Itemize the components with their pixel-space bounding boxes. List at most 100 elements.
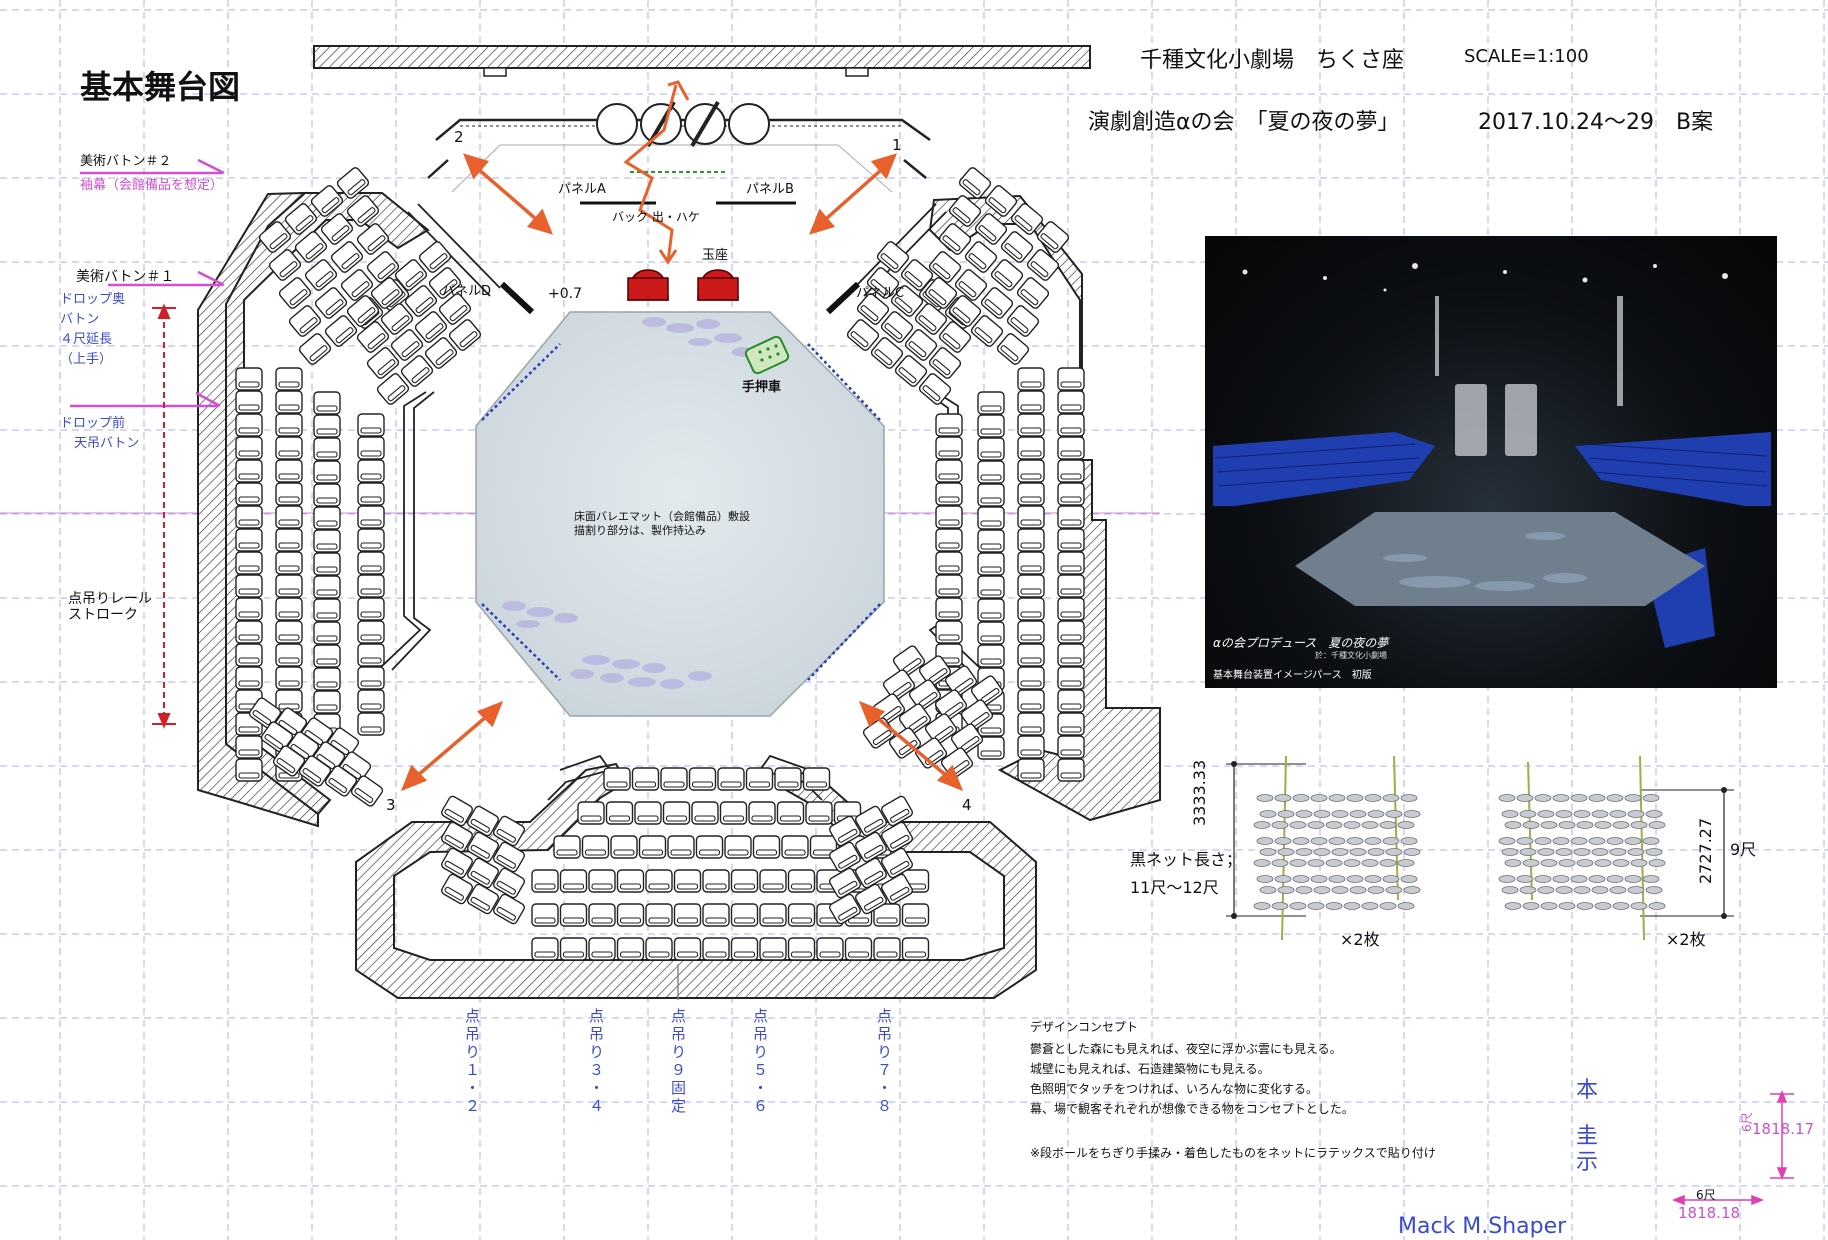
concept-line-1: 鬱蒼とした森にも見えれば、夜空に浮かぶ雲にも見える。 xyxy=(1030,1042,1342,1056)
seat xyxy=(313,391,341,415)
seat xyxy=(1057,689,1085,713)
seat xyxy=(901,937,930,961)
seat xyxy=(977,414,1005,438)
net-cloud-piece xyxy=(1588,837,1606,845)
seat xyxy=(752,835,781,859)
net-cloud-piece xyxy=(1522,859,1540,867)
net-cloud-piece xyxy=(1588,794,1606,802)
net-cloud-piece xyxy=(1516,794,1534,802)
photo-caption-2: 於：千種文化小劇場 xyxy=(1315,651,1387,660)
seat xyxy=(688,767,717,791)
net-cloud-piece xyxy=(1307,902,1325,910)
seat xyxy=(313,621,341,645)
net-cloud-piece xyxy=(1498,875,1516,883)
net-cloud-piece xyxy=(1343,902,1361,910)
net-cloud-piece xyxy=(1328,837,1346,845)
seat xyxy=(275,620,303,644)
seat xyxy=(935,597,963,621)
net-cloud-piece xyxy=(1504,859,1522,867)
net-cloud-piece xyxy=(1576,902,1594,910)
net-cloud-piece xyxy=(1289,859,1307,867)
point-hang-5-6: 点吊り５・６ xyxy=(751,1008,769,1116)
net-cloud-piece xyxy=(1259,848,1277,856)
net-cloud-piece xyxy=(1594,859,1612,867)
net-cloud-piece xyxy=(1259,886,1277,894)
net-cloud-piece xyxy=(1624,837,1642,845)
net-cloud-piece xyxy=(1253,859,1271,867)
net-cloud-piece xyxy=(1295,810,1313,818)
net-cloud-piece xyxy=(1256,794,1274,802)
panel-c-label: パネルC xyxy=(856,286,905,301)
seat xyxy=(977,552,1005,576)
seat xyxy=(1017,482,1045,506)
net-cloud-piece xyxy=(1310,794,1328,802)
seat xyxy=(645,869,673,893)
baton-art-1: 美術バトン＃１ xyxy=(76,269,175,285)
photo-caption-1: αの会プロデュース 夏の夜の夢 xyxy=(1213,636,1389,650)
net-cloud-piece xyxy=(1295,886,1313,894)
seat xyxy=(313,690,341,714)
seat xyxy=(581,835,610,859)
net-cloud-piece xyxy=(1385,886,1403,894)
net-cloud-piece xyxy=(1612,821,1630,829)
seat xyxy=(275,643,303,667)
net-cloud-piece xyxy=(1606,837,1624,845)
seat xyxy=(638,835,667,859)
grid-h-dim: 1818.18 xyxy=(1678,1204,1741,1222)
seat xyxy=(235,620,263,644)
seat xyxy=(977,460,1005,484)
net-cloud-piece xyxy=(1645,886,1663,894)
seat xyxy=(1057,436,1085,460)
seat xyxy=(616,903,645,927)
net-cloud-piece xyxy=(1289,821,1307,829)
seat xyxy=(357,597,385,621)
seat xyxy=(1057,459,1085,483)
net-cloud-piece xyxy=(1588,875,1606,883)
net-cloud-piece xyxy=(1310,875,1328,883)
net-cloud-piece xyxy=(1534,875,1552,883)
seat xyxy=(787,937,816,961)
seat xyxy=(1017,712,1045,736)
seat xyxy=(531,869,559,893)
legend-kanji-3: 示 xyxy=(1576,1150,1599,1175)
seat xyxy=(357,551,385,575)
seat xyxy=(1017,597,1045,621)
seat xyxy=(287,303,323,339)
net-cloud-piece xyxy=(1552,837,1570,845)
seat xyxy=(1057,367,1085,391)
net-cloud-piece xyxy=(1522,821,1540,829)
seat xyxy=(357,459,385,483)
plan-version: B案 xyxy=(1676,110,1714,135)
seat xyxy=(235,597,263,621)
seat xyxy=(275,574,303,598)
net-cloud-piece xyxy=(1630,821,1648,829)
net-cloud-piece xyxy=(1642,794,1660,802)
seat xyxy=(605,801,634,825)
seat xyxy=(935,413,963,437)
net-cloud-piece xyxy=(1331,848,1349,856)
net-dimension-left: 3333.33 xyxy=(1190,759,1209,826)
seat xyxy=(995,331,1031,367)
entrance-label-3: 3 xyxy=(386,796,396,814)
back-exit-label: バック 出・ハケ xyxy=(612,210,700,224)
net-cloud-piece xyxy=(1274,875,1292,883)
net-cloud-piece xyxy=(1648,859,1666,867)
seat xyxy=(979,285,1015,321)
drop-front-label-2: 天吊バトン xyxy=(74,436,140,451)
seat xyxy=(702,869,730,893)
net-cloud-piece xyxy=(1591,848,1609,856)
seat xyxy=(1017,689,1045,713)
net-cloud-piece xyxy=(1403,810,1421,818)
seat xyxy=(999,229,1035,265)
seat xyxy=(1017,735,1045,759)
seat xyxy=(1057,528,1085,552)
net-cloud-piece xyxy=(1552,875,1570,883)
seat xyxy=(1017,620,1045,644)
seat xyxy=(1057,390,1085,414)
seat xyxy=(531,903,559,927)
grid-h-shaku: 6尺 xyxy=(1696,1188,1716,1202)
net-cloud-piece xyxy=(1259,810,1277,818)
net-cloud-piece xyxy=(1606,794,1624,802)
net-cloud-piece xyxy=(1627,848,1645,856)
